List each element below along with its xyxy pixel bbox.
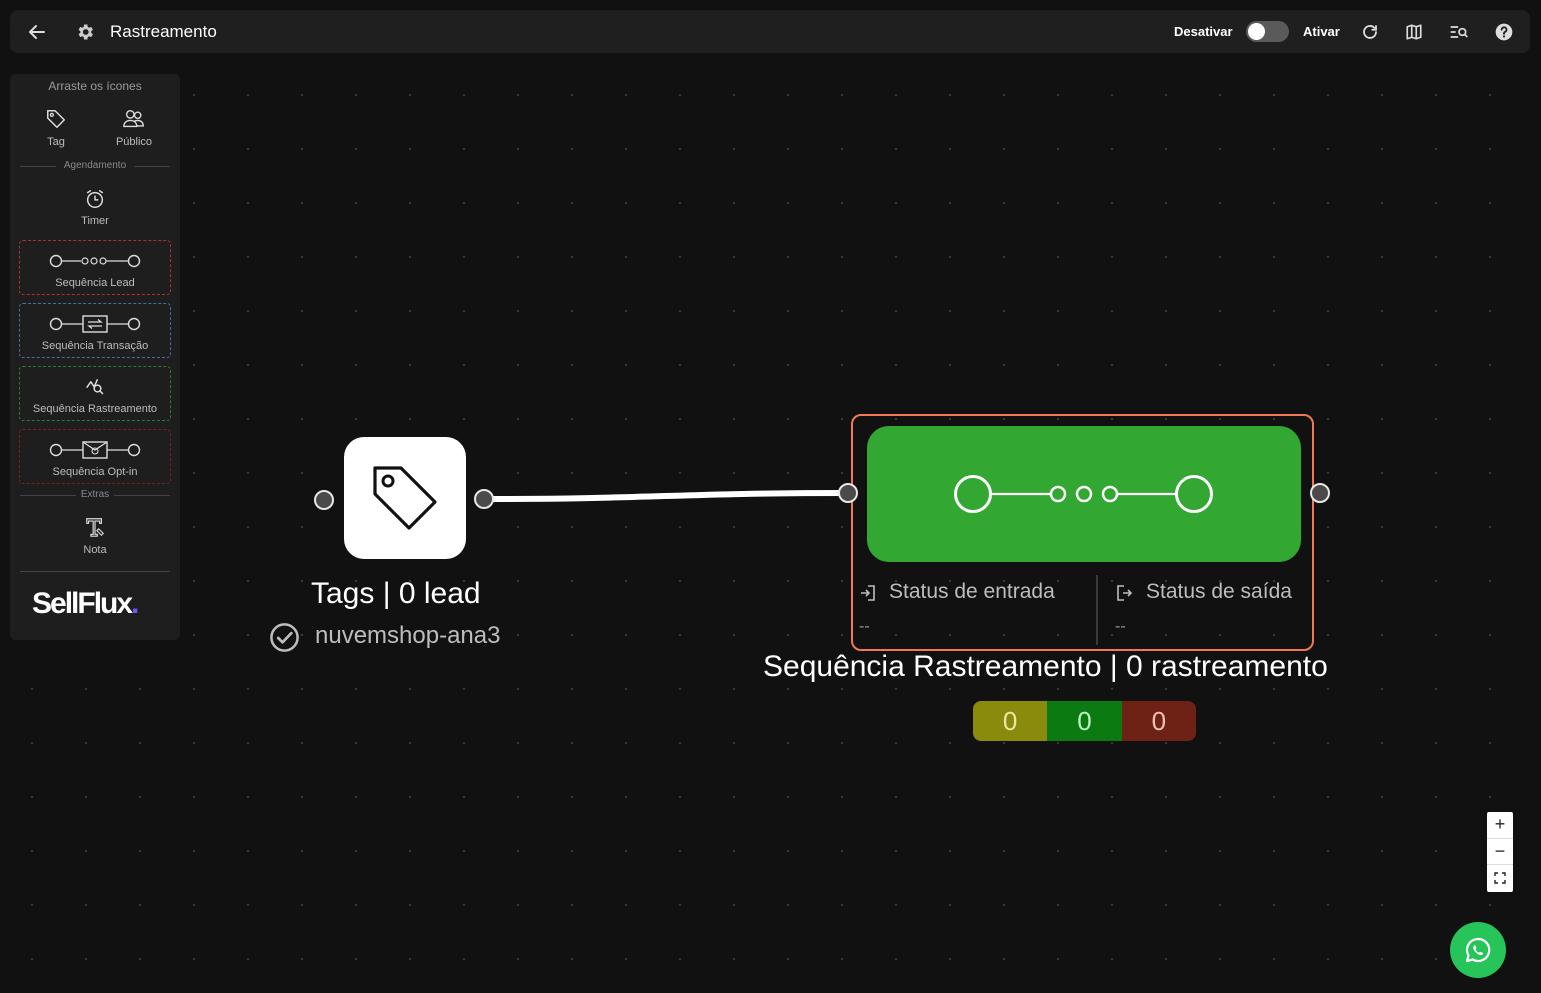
- palette-item-seq-tracking-label: Sequência Rastreamento: [32, 403, 158, 415]
- text-note-icon: [86, 518, 105, 537]
- check-circle-icon: [269, 622, 300, 658]
- seq-node-counters: 0 0 0: [973, 701, 1196, 741]
- exit-icon: [1115, 584, 1133, 607]
- exit-status-value: --: [1115, 618, 1126, 635]
- page-title: Rastreamento: [110, 22, 217, 41]
- activate-label: Ativar: [1303, 24, 1340, 39]
- counter-success: 0: [1047, 701, 1122, 741]
- sequence-transaction-icon: [49, 315, 141, 333]
- palette-item-tag[interactable]: Tag: [36, 108, 76, 148]
- activation-toggle[interactable]: [1246, 21, 1289, 42]
- whatsapp-icon: [1465, 937, 1491, 963]
- palette-item-note[interactable]: Nota: [70, 516, 120, 556]
- back-arrow-icon[interactable]: [26, 21, 48, 43]
- exit-status-label: Status de saída: [1146, 580, 1292, 603]
- sequence-icon: [954, 475, 1213, 513]
- tag-node-output-handle[interactable]: [474, 489, 494, 509]
- toggle-knob: [1248, 23, 1265, 40]
- palette-item-seq-transaction-label: Sequência Transação: [41, 340, 149, 352]
- palette-item-tag-label: Tag: [47, 136, 65, 148]
- counter-error: 0: [1121, 701, 1196, 741]
- fullscreen-icon: [1494, 872, 1506, 885]
- palette-item-audience-label: Público: [115, 136, 153, 148]
- users-icon: [123, 109, 144, 128]
- tag-icon: [373, 466, 437, 530]
- node-palette: Arraste os ícones Tag Público Agendament…: [10, 74, 180, 640]
- seq-node-selection-outline: [851, 414, 1314, 651]
- status-divider: [1096, 575, 1098, 645]
- gear-icon[interactable]: [74, 21, 96, 43]
- zoom-out-button[interactable]: −: [1487, 839, 1513, 866]
- seq-node-title: Sequência Rastreamento | 0 rastreamento: [763, 650, 1328, 683]
- sequence-optin-icon: [49, 441, 141, 459]
- seq-node-output-handle[interactable]: [1310, 483, 1330, 503]
- tag-node[interactable]: [344, 437, 466, 559]
- section-divider-extras: Extras: [20, 489, 170, 501]
- palette-item-seq-optin-label: Sequência Opt-in: [52, 466, 138, 478]
- seq-node-input-handle[interactable]: [838, 483, 858, 503]
- palette-item-seq-tracking[interactable]: Sequência Rastreamento: [19, 366, 171, 421]
- palette-item-timer-label: Timer: [81, 215, 109, 227]
- fit-view-button[interactable]: [1487, 865, 1513, 892]
- palette-item-note-label: Nota: [83, 544, 107, 556]
- section-label-scheduling: Agendamento: [63, 160, 127, 171]
- tracking-search-icon: [86, 379, 104, 395]
- whatsapp-button[interactable]: [1450, 922, 1506, 978]
- palette-item-seq-lead[interactable]: Sequência Lead: [19, 240, 171, 295]
- tag-icon: [47, 110, 65, 128]
- tag-node-title: Tags | 0 lead: [311, 577, 481, 610]
- tag-node-tag-name: nuvemshop-ana3: [315, 622, 501, 649]
- map-icon[interactable]: [1403, 21, 1425, 43]
- counter-pending: 0: [973, 701, 1048, 741]
- palette-item-seq-optin[interactable]: Sequência Opt-in: [19, 429, 171, 484]
- seq-node-card[interactable]: [867, 426, 1301, 562]
- help-icon[interactable]: [1493, 21, 1515, 43]
- zoom-controls: + −: [1487, 812, 1513, 892]
- palette-item-audience[interactable]: Público: [106, 108, 162, 148]
- zoom-in-button[interactable]: +: [1487, 812, 1513, 839]
- palette-item-seq-transaction[interactable]: Sequência Transação: [19, 303, 171, 358]
- sellflux-logo: SellFlux.: [32, 587, 140, 620]
- palette-item-timer[interactable]: Timer: [65, 188, 125, 227]
- section-label-extras: Extras: [80, 489, 110, 500]
- search-list-icon[interactable]: [1448, 21, 1470, 43]
- deactivate-label: Desativar: [1174, 24, 1233, 39]
- alarm-clock-icon: [86, 190, 104, 208]
- top-bar: Rastreamento Desativar Ativar: [10, 10, 1530, 53]
- palette-divider: [20, 571, 170, 572]
- palette-header: Arraste os ícones: [48, 79, 142, 93]
- entry-icon: [859, 584, 877, 607]
- section-divider-scheduling: Agendamento: [20, 160, 170, 172]
- tag-node-input-handle[interactable]: [314, 490, 334, 510]
- palette-item-seq-lead-label: Sequência Lead: [55, 277, 135, 289]
- sequence-lead-icon: [49, 254, 141, 268]
- refresh-icon[interactable]: [1359, 21, 1381, 43]
- entry-status-value: --: [859, 618, 870, 635]
- entry-status-label: Status de entrada: [889, 580, 1055, 603]
